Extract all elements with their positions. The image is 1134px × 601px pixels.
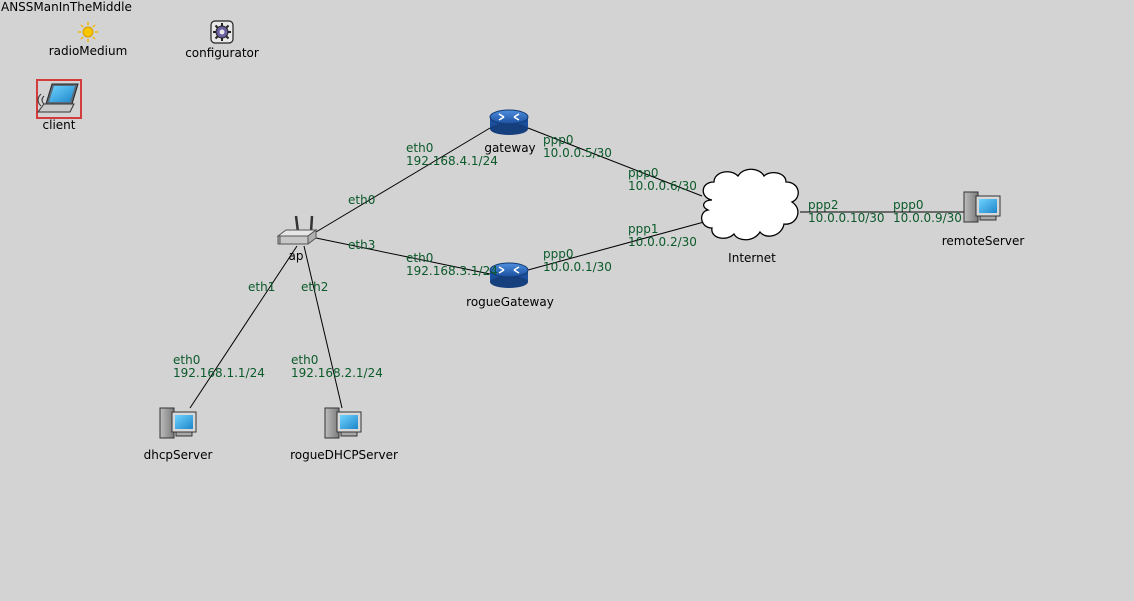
internet-ppp1-name: ppp1	[628, 222, 659, 236]
link-ap-dhcpserver	[189, 245, 298, 409]
ap-eth2-label: eth2	[301, 280, 328, 294]
rogue-ppp0-name: ppp0	[543, 247, 574, 261]
rogue-gateway-node[interactable]: rogueGateway	[466, 262, 554, 309]
network-title: ANSSManInTheMiddle	[1, 0, 132, 14]
link-ap-gateway	[315, 127, 491, 233]
laptop-icon	[37, 83, 79, 113]
remote-server-label: remoteServer	[942, 234, 1025, 248]
gateway-label: gateway	[484, 141, 535, 155]
link-ap-roguedhcpserver	[303, 245, 343, 409]
internet-ppp1-addr: 10.0.0.2/30	[628, 235, 697, 249]
rogue-dhcp-server-node[interactable]: rogueDHCPServer	[290, 407, 398, 462]
ap-eth3-label: eth3	[348, 238, 375, 252]
internet-ppp0-addr: 10.0.0.6/30	[628, 179, 697, 193]
rogue-ppp0-addr: 10.0.0.1/30	[543, 260, 612, 274]
remote-ppp0-addr: 10.0.0.9/30	[893, 211, 962, 225]
remote-server-node[interactable]: remoteServer	[942, 191, 1025, 248]
desktop-computer-icon	[324, 407, 362, 439]
interface-labels: eth0 eth3 eth1 eth2 eth0 192.168.4.1/24 …	[173, 133, 962, 380]
radio-medium-node[interactable]: radioMedium	[49, 22, 128, 58]
links	[189, 127, 964, 409]
gateway-ppp0-name: ppp0	[543, 133, 574, 147]
internet-node[interactable]: Internet	[701, 168, 799, 265]
rogue-eth0-name: eth0	[406, 251, 433, 265]
internet-ppp2-addr: 10.0.0.10/30	[808, 211, 885, 225]
remote-ppp0-name: ppp0	[893, 198, 924, 212]
gear-icon	[210, 20, 234, 44]
ap-eth0-label: eth0	[348, 193, 375, 207]
ap-eth1-label: eth1	[248, 280, 275, 294]
gateway-ppp0-addr: 10.0.0.5/30	[543, 146, 612, 160]
link-ap-roguegateway	[315, 237, 491, 275]
client-label: client	[43, 118, 76, 132]
rogue-dhcp-server-label: rogueDHCPServer	[290, 448, 398, 462]
rogue-eth0-addr: 192.168.3.1/24	[406, 264, 498, 278]
gateway-node[interactable]: gateway	[484, 109, 536, 155]
desktop-computer-icon	[963, 191, 1001, 223]
dhcp-server-node[interactable]: dhcpServer	[144, 407, 213, 462]
radio-medium-label: radioMedium	[49, 44, 128, 58]
sun-icon	[78, 22, 98, 42]
gateway-eth0-addr: 192.168.4.1/24	[406, 154, 498, 168]
client-node[interactable]: client	[36, 79, 82, 132]
rdhcp-eth0-name: eth0	[291, 353, 318, 367]
ap-node[interactable]: ap	[276, 215, 318, 263]
internet-ppp0-name: ppp0	[628, 166, 659, 180]
link-gateway-internet	[527, 127, 703, 197]
cloud-icon	[701, 168, 799, 241]
router-icon	[489, 109, 529, 135]
internet-label: Internet	[728, 251, 776, 265]
desktop-computer-icon	[159, 407, 197, 439]
dhcp-eth0-name: eth0	[173, 353, 200, 367]
rogue-gateway-label: rogueGateway	[466, 295, 554, 309]
dhcp-server-label: dhcpServer	[144, 448, 213, 462]
gateway-eth0-name: eth0	[406, 141, 433, 155]
internet-ppp2-name: ppp2	[808, 198, 839, 212]
dhcp-eth0-addr: 192.168.1.1/24	[173, 366, 265, 380]
configurator-node[interactable]: configurator	[185, 20, 259, 60]
ap-label: ap	[289, 249, 304, 263]
rdhcp-eth0-addr: 192.168.2.1/24	[291, 366, 383, 380]
selection-box	[36, 79, 82, 119]
access-point-icon	[276, 215, 318, 245]
configurator-label: configurator	[185, 46, 259, 60]
router-icon	[489, 262, 529, 288]
link-roguegateway-internet	[527, 221, 705, 271]
